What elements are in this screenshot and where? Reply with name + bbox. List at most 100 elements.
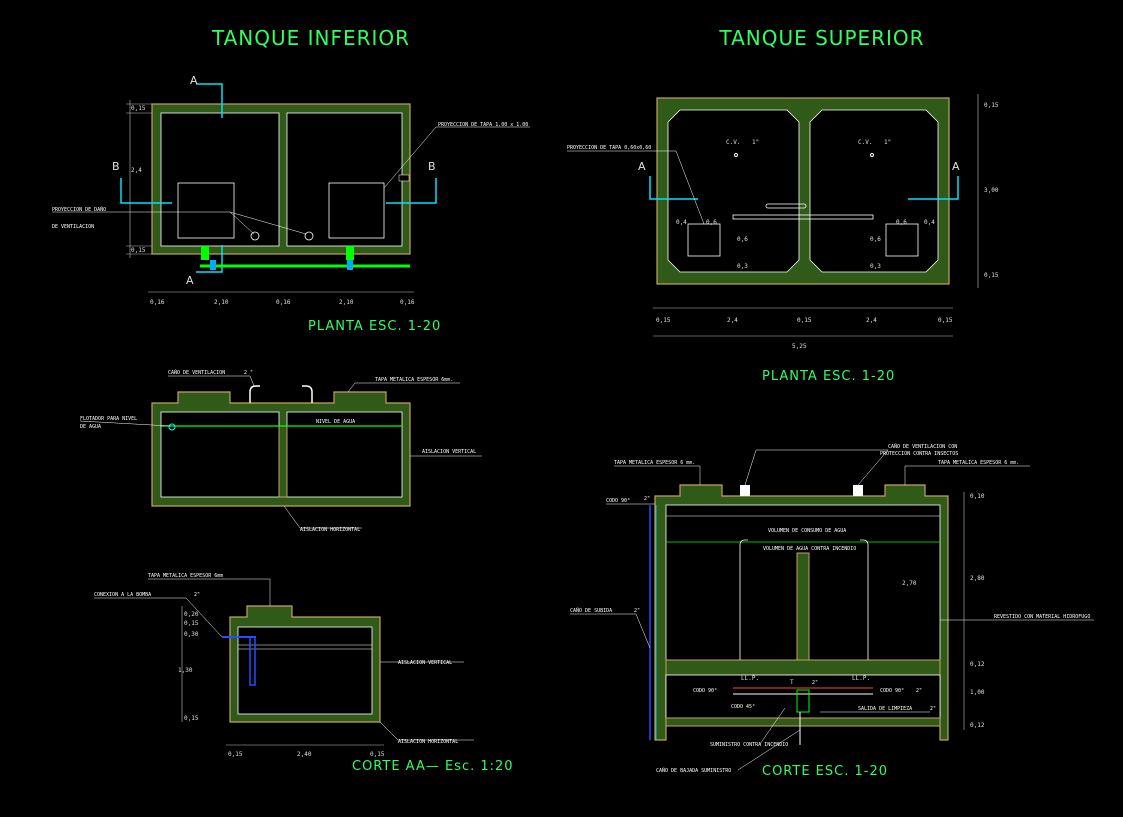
dim-sup-bottom-2: 0,15 (797, 317, 812, 324)
dim-inf-bottom-0: 0,16 (150, 299, 165, 306)
label-proyeccion-tapa-sup: PROYECCION DE TAPA 0,60x0,60 (567, 145, 651, 151)
label-suministro: SUMINISTRO CONTRA INCENDIO (710, 742, 788, 748)
caption-superior-planta: PLANTA ESC. 1-20 (762, 369, 895, 384)
mark-a-top: A (190, 74, 198, 87)
label-proteccion: PROTECCION CONTRA INSECTOS (880, 451, 958, 457)
title-tanque-superior: TANQUE SUPERIOR (718, 26, 924, 50)
inferior-planta-right-chamber (286, 112, 403, 247)
title-tanque-inferior: TANQUE INFERIOR (211, 26, 410, 50)
label-salida-size: 2" (930, 706, 936, 712)
inferior-planta-fitting-left (210, 260, 216, 270)
dim-corte-right-4: 0,12 (970, 722, 985, 729)
inferior-planta-valve-right (346, 246, 354, 260)
inferior-planta-vent-left (250, 231, 260, 241)
superior-section-a-right (908, 176, 959, 200)
dim-aa-left-3: 1,30 (178, 667, 193, 674)
label-cano-ventilacion-inf: CAÑO DE VENTILACION (168, 369, 225, 376)
label-aislacion-horizontal-aa: AISLACION HORIZONTAL (398, 739, 458, 745)
mark-b-left: B (112, 160, 120, 173)
dim-sup-bottom-3: 2,4 (866, 317, 877, 324)
label-de-ventilacion: DE VENTILACION (52, 224, 94, 230)
label-revestido: REVESTIDO CON MATERIAL HIDROFUGO (994, 614, 1090, 620)
dim-sup-right-2: 0,15 (984, 272, 999, 279)
vent-cap-right (853, 485, 863, 496)
label-cano-subida-size: 2" (634, 608, 640, 614)
section-a-top (196, 83, 223, 118)
superior-mark-a-left: A (638, 160, 646, 173)
dim-inf-bottom-2: 0,16 (276, 299, 291, 306)
superior-lid-right (885, 223, 919, 257)
label-t-size: 2" (812, 680, 818, 686)
dim-corte-right-2: 0,12 (970, 661, 985, 668)
inferior-corte-bb: CAÑO DE VENTILACION 2 " TAPA METALICA ES… (79, 369, 482, 533)
label-cv-size-left: 1" (752, 139, 759, 146)
dim-sup-bottom-4: 0,15 (938, 317, 953, 324)
superior-right-chamber (809, 109, 939, 273)
label-bajada: CAÑO DE BAJADA SUMINISTRO (656, 767, 731, 774)
superior-mark-a-right: A (952, 160, 960, 173)
dim-aa-bottom-0: 0,15 (228, 751, 243, 758)
inferior-planta-sleeve (398, 174, 410, 182)
dim-sup-inner-3: 0,3 (737, 263, 748, 270)
dim-inf-bottom-1: 2,10 (214, 299, 229, 306)
label-tapa-metalica-inf: TAPA METALICA ESPESOR 6mm. (375, 377, 453, 383)
dim-inner-height: 2,70 (902, 580, 917, 587)
mark-b-right: B (428, 160, 436, 173)
dim-sup-bottom-0: 0,15 (656, 317, 671, 324)
inferior-planta-vent-right (304, 231, 314, 241)
superior-section-a-left (649, 176, 698, 200)
dim-sup-bottom-1: 2,4 (727, 317, 738, 324)
vent-pipe-right (302, 385, 313, 403)
label-aislacion-vertical-aa: AISLACION VERTICAL (398, 660, 452, 666)
label-cano-size-inf: 2 " (244, 370, 253, 376)
section-a-bottom (196, 245, 223, 273)
inferior-planta: A A B B PROYECCION DE TAPA 1.00 x 1.00 P… (52, 74, 530, 334)
dim-corte-right-0: 0,10 (970, 493, 985, 500)
label-cano-ventilacion-sup: CAÑO DE VENTILACION CON (888, 443, 957, 450)
superior-left-chamber (667, 109, 800, 273)
label-cv-right: C.V. (858, 139, 872, 146)
label-cano-subida: CAÑO DE SUBIDA (570, 607, 612, 614)
label-proyeccion-dano: PROYECCION DE DAÑO (52, 206, 106, 213)
dim-corte-right-1: 2,80 (970, 575, 985, 582)
superior-corte: CAÑO DE VENTILACION CON PROTECCION CONTR… (570, 443, 1094, 779)
dim-sup-inner-7: 0,3 (870, 263, 881, 270)
dim-inf-bottom-4: 0,16 (400, 299, 415, 306)
dim-aa-bottom-1: 2,40 (297, 751, 312, 758)
label-conexion-bomba: CONEXION A LA BOMBA (94, 592, 151, 598)
label-proyeccion-tapa: PROYECCION DE TAPA 1.00 x 1.00 (438, 122, 528, 128)
mark-a-bottom: A (186, 274, 194, 287)
dim-sup-right-1: 3,00 (984, 187, 999, 194)
dim-inf-left-0: 0,15 (131, 105, 146, 112)
label-nivel-agua: NIVEL DE AGUA (316, 419, 355, 425)
dim-aa-bottom-2: 0,15 (370, 751, 385, 758)
inferior-corte-aa: TAPA METALICA ESPESOR 6mm CONEXION A LA … (94, 573, 514, 774)
dim-sup-inner-0: 0,4 (676, 219, 687, 226)
section-b-right (386, 178, 437, 204)
label-codo-left: CODO 90° (693, 688, 717, 694)
caption-inferior-planta: PLANTA ESC. 1-20 (308, 319, 441, 334)
dim-sup-right-0: 0,15 (984, 102, 999, 109)
label-aislacion-vertical-bb: AISLACION VERTICAL (422, 449, 476, 455)
label-codo-right: CODO 90° (880, 688, 904, 694)
label-cv-size-right: 1" (884, 139, 891, 146)
label-volumen-incendio: VOLUMEN DE AGUA CONTRA INCENDIO (763, 546, 856, 552)
caption-corte-aa: CORTE AA— Esc. 1:20 (352, 759, 514, 774)
dim-aa-left-2: 0,30 (184, 631, 199, 638)
superior-planta: A A PROYECCION DE TAPA 0,60x0,60 C.V. 1"… (567, 94, 999, 384)
label-volumen-consumo: VOLUMEN DE CONSUMO DE AGUA (768, 528, 846, 534)
superior-divider-slot (732, 214, 874, 220)
flotador-icon (168, 423, 176, 431)
label-llp-right: LL.P. (852, 675, 870, 682)
label-codo-top-size: 2" (644, 496, 650, 502)
label-t: T (790, 679, 794, 686)
dim-inf-left-2: 0,15 (131, 247, 146, 254)
dim-corte-right-3: 1,00 (970, 689, 985, 696)
inferior-planta-right-lid (328, 182, 385, 239)
dim-sup-inner-5: 0,4 (924, 219, 935, 226)
dim-sup-inner-6: 0,6 (896, 219, 907, 226)
inferior-planta-fitting-right (347, 260, 353, 270)
dim-inf-left-1: 2,4 (131, 167, 142, 174)
dim-sup-total: 5,25 (792, 343, 807, 350)
